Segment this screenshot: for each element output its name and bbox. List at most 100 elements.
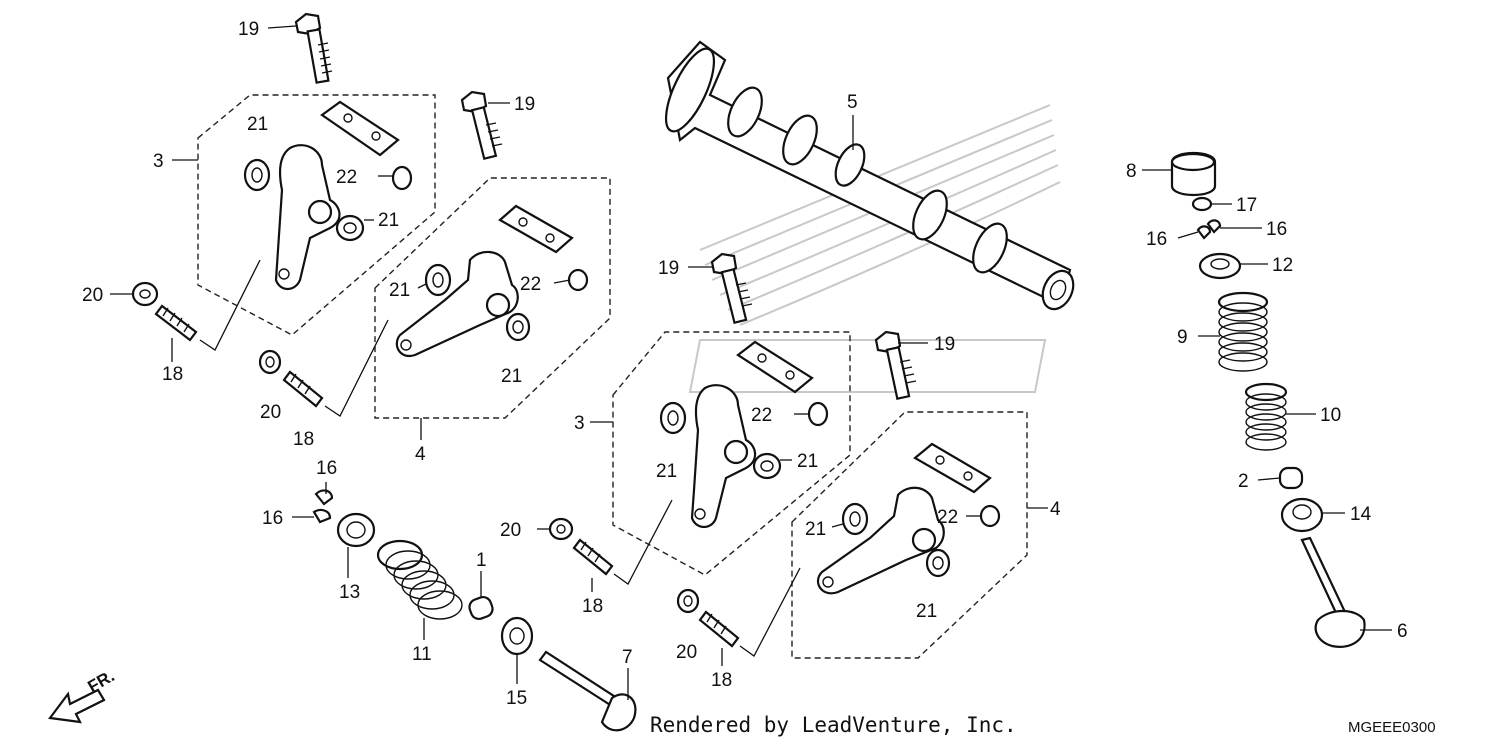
collar-22-right (979, 504, 1001, 528)
callout-16: 16 (1266, 219, 1287, 240)
nut-20-center (548, 517, 574, 541)
callout-18: 18 (711, 670, 732, 691)
callout-19: 19 (658, 258, 679, 279)
callout-21: 21 (656, 461, 677, 482)
rocker-arm-upper-left (274, 144, 341, 291)
tappet-8 (1170, 152, 1217, 196)
retainer-12-right (1198, 252, 1242, 280)
shaft-holder-upper-middle (498, 204, 574, 254)
spring-seat-15-left (500, 616, 534, 656)
callout-21: 21 (389, 280, 410, 301)
valve-spring-9-right (1217, 291, 1269, 372)
collar-22-upper-left (391, 165, 413, 191)
assembly-outline-3-upper (197, 94, 436, 336)
assembly-outline-3-lower (612, 331, 851, 576)
callout-3: 3 (153, 151, 164, 172)
callout-16: 16 (262, 508, 283, 529)
washer-21-upper-middle-b (505, 312, 531, 342)
callout-8: 8 (1126, 161, 1137, 182)
callout-19: 19 (238, 19, 259, 40)
callout-11: 11 (412, 644, 432, 665)
callout-18: 18 (293, 429, 314, 450)
callout-18: 18 (582, 596, 603, 617)
callout-3: 3 (574, 413, 585, 434)
callout-21: 21 (916, 601, 937, 622)
front-direction-arrow (47, 688, 106, 724)
callout-4: 4 (1050, 499, 1061, 520)
bolt-19-upper-left (294, 12, 333, 84)
callout-6: 6 (1397, 621, 1408, 642)
callout-20: 20 (82, 285, 103, 306)
callout-21: 21 (805, 519, 826, 540)
camshaft (664, 40, 1075, 311)
rocker-arm-center (690, 384, 757, 529)
valve-spring-11-left (376, 539, 463, 620)
leader-lines (110, 25, 1392, 700)
cotter-16-right (1196, 219, 1222, 240)
callout-13: 13 (339, 582, 360, 603)
collar-22-center (807, 401, 829, 427)
stem-seal-1-left (468, 595, 494, 621)
callout-22: 22 (520, 274, 541, 295)
adjuster-screw-18-center (572, 538, 614, 576)
washer-21-right-a (841, 502, 869, 536)
stem-seal-2-right (1278, 466, 1304, 490)
nut-20-right (676, 588, 700, 614)
washer-21-upper-left-b (335, 214, 365, 242)
callout-19: 19 (514, 94, 535, 115)
callout-18: 18 (162, 364, 183, 385)
cotter-16-left (312, 489, 334, 524)
callout-2: 2 (1238, 471, 1249, 492)
washer-21-right-b (925, 548, 951, 578)
valve-6-right (1300, 536, 1366, 648)
valve-spring-10-right (1244, 382, 1288, 451)
shaft-holder-right (913, 442, 992, 494)
shaft-holder-center (736, 340, 814, 394)
callout-numbers: 19 19 19 19 3 3 4 4 5 21 21 21 21 21 21 … (82, 19, 1408, 709)
bolt-19-right (874, 330, 917, 401)
callout-17: 17 (1236, 195, 1257, 216)
rocker-arm-upper-middle (395, 250, 519, 358)
callout-12: 12 (1272, 255, 1293, 276)
valve-7-left (538, 650, 637, 732)
assembly-outline-4-upper (374, 177, 611, 419)
callout-20: 20 (260, 402, 281, 423)
callout-14: 14 (1350, 504, 1372, 525)
callout-1: 1 (476, 550, 487, 571)
callout-22: 22 (336, 167, 357, 188)
callout-10: 10 (1320, 405, 1341, 426)
shaft-holder-upper-left (320, 100, 400, 157)
nut-20-upper-left (131, 281, 159, 307)
bolt-19-upper-middle (460, 90, 503, 161)
credit-text: Rendered by LeadVenture, Inc. (650, 713, 1017, 737)
adjuster-screw-18-upper-middle (282, 370, 324, 408)
callout-20: 20 (500, 520, 521, 541)
assembly-outline-4-lower (791, 411, 1028, 659)
callout-19: 19 (934, 334, 955, 355)
washer-21-upper-left-a (243, 158, 271, 192)
washer-21-center-b (752, 452, 782, 480)
retainer-13-left (336, 512, 376, 548)
callout-16: 16 (316, 458, 337, 479)
rocker-arm-right (816, 486, 945, 595)
callout-9: 9 (1177, 327, 1188, 348)
callout-20: 20 (676, 642, 697, 663)
callout-4: 4 (415, 444, 426, 465)
callout-15: 15 (506, 688, 527, 709)
callout-21: 21 (797, 451, 818, 472)
spring-seat-14-right (1280, 497, 1324, 533)
callout-5: 5 (847, 92, 858, 113)
bolt-19-center (710, 252, 753, 325)
adjuster-screw-18-upper-left (154, 304, 198, 342)
front-direction-label: FR. (85, 666, 118, 696)
callout-21: 21 (247, 114, 268, 135)
callout-21: 21 (501, 366, 522, 387)
shim-17 (1191, 196, 1213, 212)
diagram-code: MGEEE0300 (1348, 719, 1436, 736)
callout-22: 22 (937, 507, 958, 528)
washer-21-center-a (659, 401, 687, 435)
nut-20-upper-middle (258, 349, 282, 375)
collar-22-upper-middle (567, 268, 589, 292)
washer-21-upper-middle-a (424, 263, 452, 297)
